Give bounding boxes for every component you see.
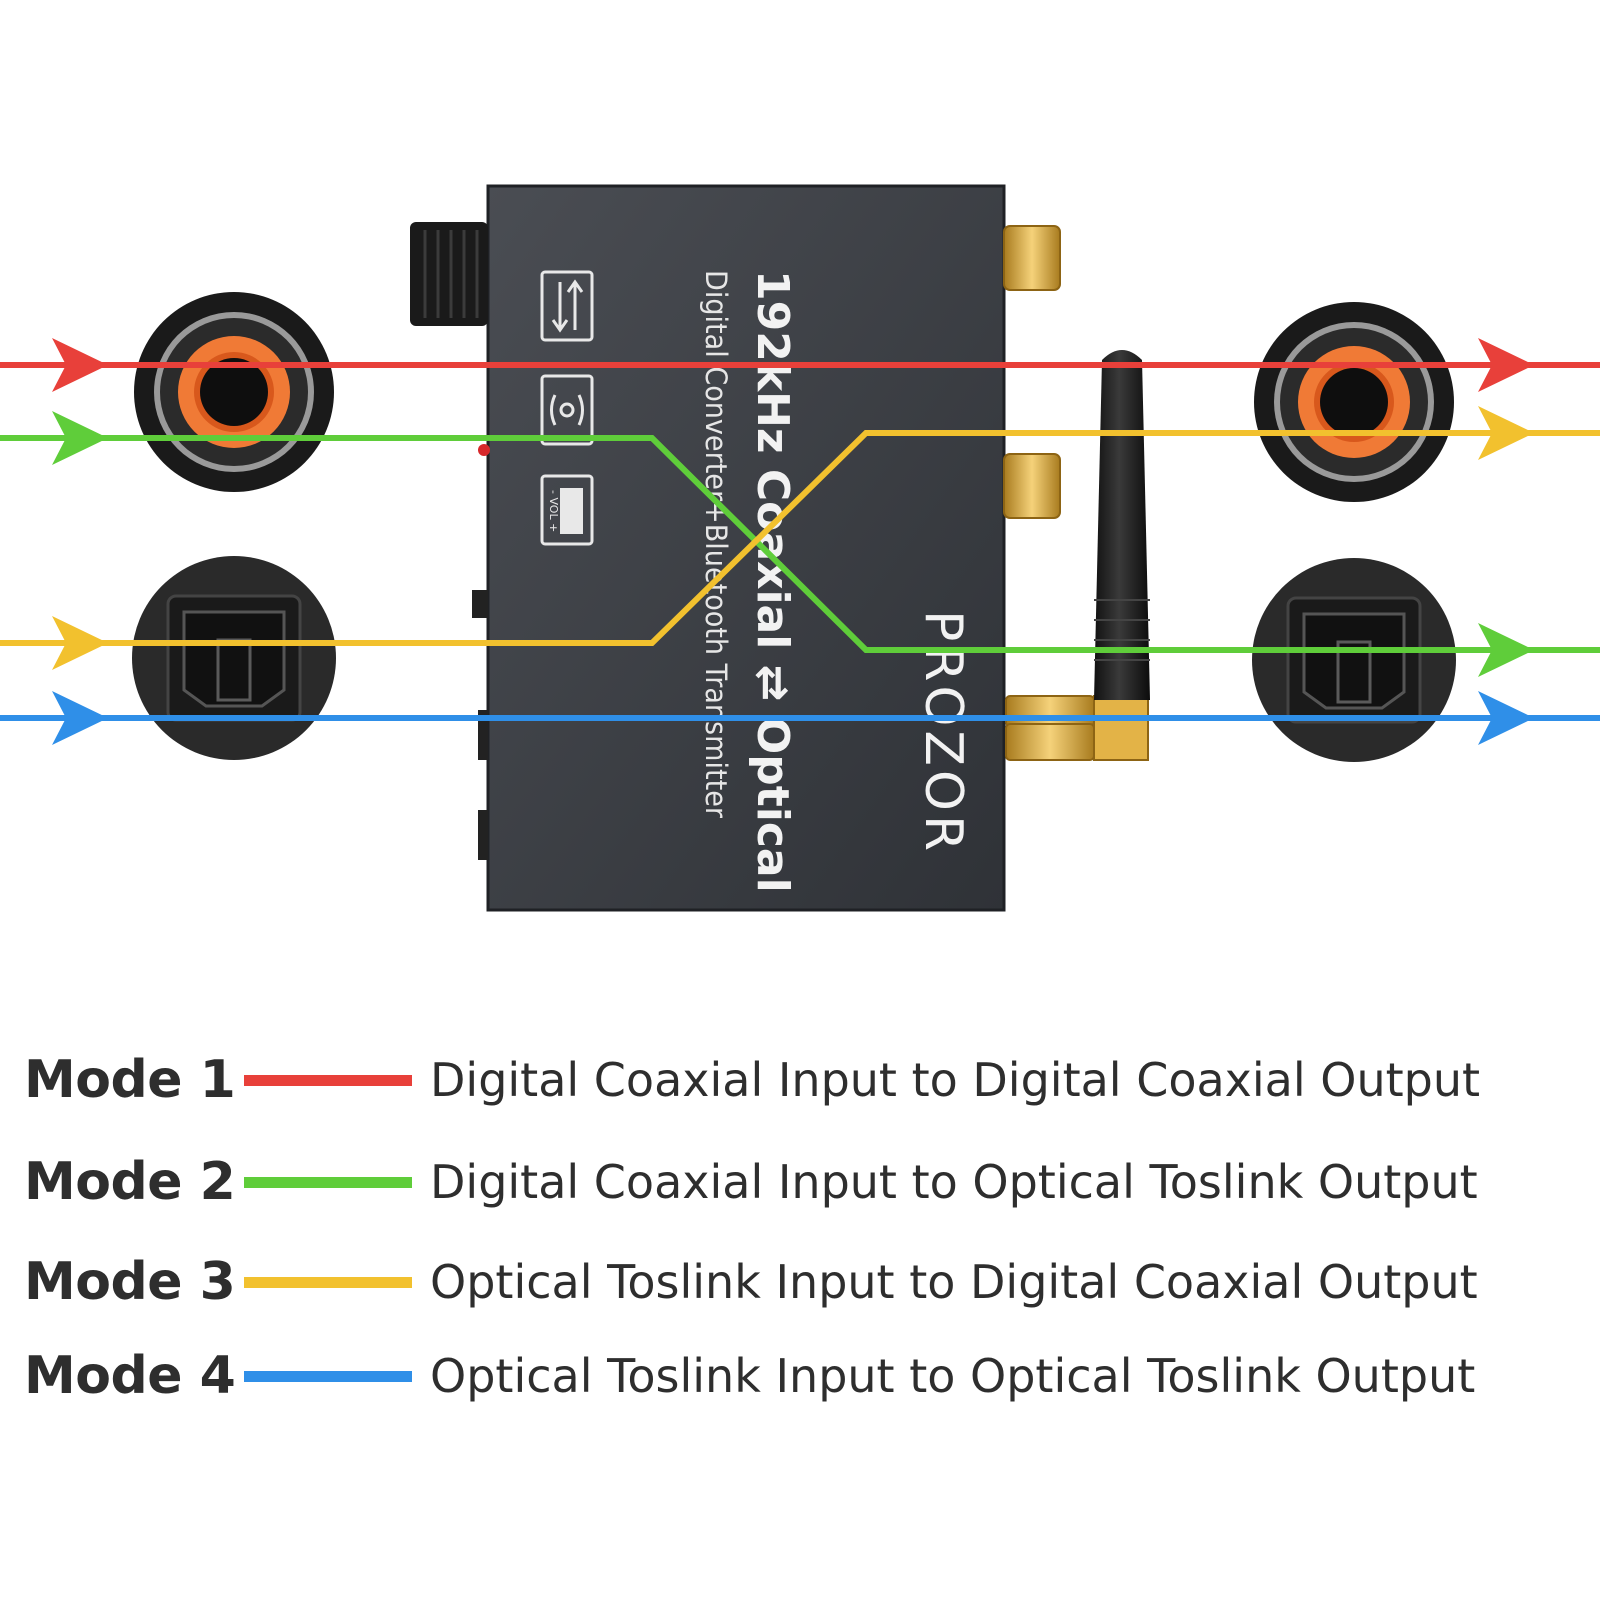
- coaxial-input-port: [134, 292, 334, 492]
- mode-3-out-arrow: [1478, 406, 1534, 460]
- optical-input-port: [132, 556, 336, 760]
- mode-legend: Mode 1 Digital Coaxial Input to Digital …: [0, 1040, 1600, 1440]
- legend-row-mode-4: Mode 4 Optical Toslink Input to Optical …: [0, 1336, 1600, 1416]
- side-switch[interactable]: [472, 590, 488, 618]
- mode-label: Mode 2: [24, 1152, 236, 1212]
- swap-arrows-icon: [540, 270, 594, 342]
- volume-icon-text: - VOL +: [547, 490, 560, 532]
- arrowheads: [52, 338, 1534, 745]
- legend-row-mode-3: Mode 3 Optical Toslink Input to Digital …: [0, 1242, 1600, 1322]
- antenna: [1005, 350, 1150, 761]
- coaxial-output-port: [1254, 302, 1454, 502]
- mode-description: Optical Toslink Input to Optical Toslink…: [430, 1349, 1476, 1403]
- mode-1-swatch: [244, 1075, 412, 1086]
- volume-knob[interactable]: [410, 222, 488, 326]
- mode-4-out-arrow: [1478, 691, 1534, 745]
- device-title: 192kHz Coaxial ⇄ Optical: [747, 270, 798, 893]
- mode-description: Optical Toslink Input to Digital Coaxial…: [430, 1255, 1478, 1309]
- mode-description: Digital Coaxial Input to Digital Coaxial…: [430, 1053, 1481, 1107]
- legend-row-mode-1: Mode 1 Digital Coaxial Input to Digital …: [0, 1040, 1600, 1120]
- status-led: [478, 444, 490, 456]
- rca-connector-bottom: [1003, 453, 1061, 519]
- device-brand: PROZOR: [913, 610, 973, 855]
- mode-1-out-arrow: [1478, 338, 1534, 392]
- device-subtitle: Digital Converter+Bluetooth Transmitter: [699, 270, 733, 818]
- converter-device: - VOL + 192kHz Coaxial ⇄ Optical Digital…: [410, 184, 1150, 912]
- mode-1-in-arrow: [52, 338, 108, 392]
- legend-row-mode-2: Mode 2 Digital Coaxial Input to Optical …: [0, 1142, 1600, 1222]
- side-port-2: [478, 810, 488, 860]
- mode-4-swatch: [244, 1371, 412, 1382]
- volume-level-icon: - VOL +: [540, 474, 594, 546]
- knob-ridges: [423, 230, 479, 318]
- mode-3-swatch: [244, 1277, 412, 1288]
- mode-2-swatch: [244, 1177, 412, 1188]
- side-port: [478, 710, 488, 760]
- mode-3-in-arrow: [52, 616, 108, 670]
- rca-connector-top: [1003, 225, 1061, 291]
- mode-label: Mode 3: [24, 1252, 236, 1312]
- signal-routing-diagram: - VOL + 192kHz Coaxial ⇄ Optical Digital…: [0, 184, 1600, 912]
- mode-description: Digital Coaxial Input to Optical Toslink…: [430, 1155, 1478, 1209]
- mode-4-in-arrow: [52, 691, 108, 745]
- mode-2-in-arrow: [52, 411, 108, 465]
- optical-output-port: [1252, 558, 1456, 762]
- mode-label: Mode 1: [24, 1050, 236, 1110]
- bluetooth-signal-icon: [540, 374, 594, 446]
- mode-label: Mode 4: [24, 1346, 236, 1406]
- signal-lines-front: [120, 362, 1480, 721]
- mode-2-out-arrow: [1478, 623, 1534, 677]
